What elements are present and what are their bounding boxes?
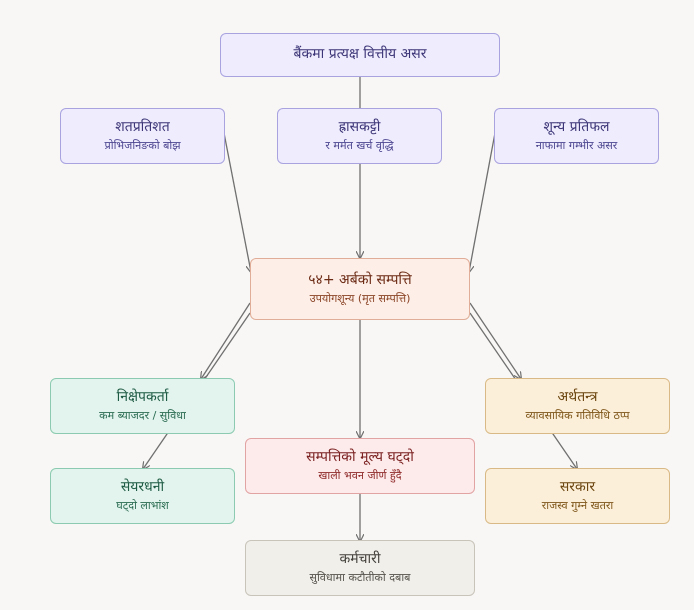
cause-zero-return-node: शून्य प्रतिफल नाफामा गम्भीर असर: [494, 108, 659, 164]
depositors-title: निक्षेपकर्ता: [116, 388, 169, 405]
edge-core-depositors: [201, 302, 251, 379]
employees-node: कर्मचारी सुविधामा कटौतीको दबाब: [245, 540, 475, 596]
asset-value-node: सम्पत्तिको मूल्य घट्दो खाली भवन जीर्ण हु…: [245, 438, 475, 494]
cause-depreciation-subtitle: र मर्मत खर्च वृद्धि: [325, 139, 394, 153]
cause-zero-return-subtitle: नाफामा गम्भीर असर: [535, 139, 618, 153]
core-asset-node: ५४+ अर्बको सम्पत्ति उपयोगशून्य (मृत सम्प…: [250, 258, 470, 320]
government-node: सरकार राजस्व गुम्ने खतरा: [485, 468, 670, 524]
root-node: बैंकमा प्रत्यक्ष वित्तीय असर: [220, 33, 500, 77]
government-title: सरकार: [559, 478, 596, 495]
edge-cause3-core: [469, 132, 496, 272]
shareholders-node: सेयरधनी घट्दो लाभांश: [50, 468, 235, 524]
employees-title: कर्मचारी: [339, 550, 381, 567]
asset-value-title: सम्पत्तिको मूल्य घट्दो: [306, 448, 414, 465]
shareholders-subtitle: घट्दो लाभांश: [116, 499, 169, 513]
depositors-node: निक्षेपकर्ता कम ब्याजदर / सुविधा: [50, 378, 235, 434]
core-asset-title: ५४+ अर्बको सम्पत्ति: [308, 271, 412, 288]
government-subtitle: राजस्व गुम्ने खतरा: [541, 499, 614, 513]
root-title: बैंकमा प्रत्यक्ष वित्तीय असर: [293, 46, 427, 63]
cause-provisioning-node: शतप्रतिशत प्रोभिजनिङको बोझ: [60, 108, 225, 164]
cause-zero-return-title: शून्य प्रतिफल: [543, 118, 610, 135]
economy-node: अर्थतन्त्र व्यावसायिक गतिविधि ठप्प: [485, 378, 670, 434]
economy-title: अर्थतन्त्र: [557, 388, 598, 405]
edge-cause1-core: [223, 132, 251, 272]
cause-depreciation-title: ह्रासकट्टी: [338, 118, 381, 135]
employees-subtitle: सुविधामा कटौतीको दबाब: [309, 571, 411, 585]
cause-depreciation-node: ह्रासकट्टी र मर्मत खर्च वृद्धि: [277, 108, 442, 164]
asset-value-subtitle: खाली भवन जीर्ण हुँदै: [318, 469, 402, 483]
economy-subtitle: व्यावसायिक गतिविधि ठप्प: [525, 409, 630, 423]
cause-provisioning-title: शतप्रतिशत: [115, 118, 170, 135]
shareholders-title: सेयरधनी: [120, 478, 165, 495]
depositors-subtitle: कम ब्याजदर / सुविधा: [99, 409, 186, 423]
core-asset-subtitle: उपयोगशून्य (मृत सम्पत्ति): [309, 292, 411, 306]
cause-provisioning-subtitle: प्रोभिजनिङको बोझ: [104, 139, 181, 153]
edge-core-economy: [469, 302, 521, 379]
